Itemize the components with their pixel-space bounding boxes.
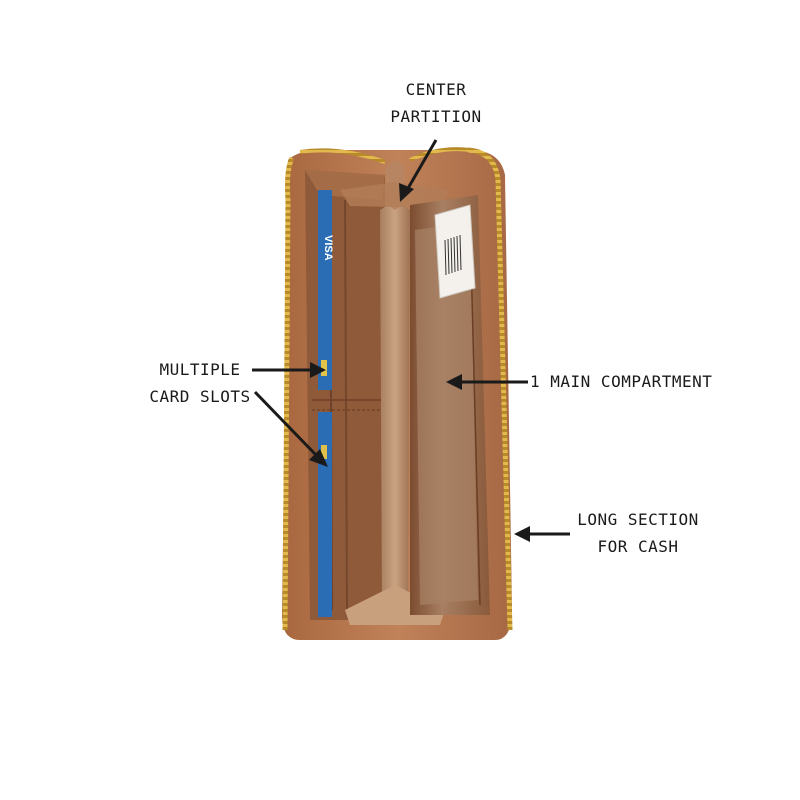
- label-card-slots: MULTIPLE CARD SLOTS: [140, 356, 260, 410]
- label-line: MULTIPLE: [159, 360, 241, 379]
- barcode-tag: [434, 204, 476, 299]
- label-center-partition: CENTER PARTITION: [386, 76, 486, 130]
- credit-cards: VISA: [318, 190, 334, 617]
- arrow-card-slots-lower: [253, 390, 318, 457]
- annotation-arrows: [252, 139, 570, 542]
- main-compartment: [410, 195, 490, 615]
- label-line: PARTITION: [390, 107, 482, 126]
- label-line: 1 MAIN COMPARTMENT: [530, 372, 713, 391]
- label-main-compartment: 1 MAIN COMPARTMENT: [530, 368, 730, 395]
- label-line: LONG SECTION: [577, 510, 699, 529]
- label-line: CARD SLOTS: [149, 387, 251, 406]
- card-brand-text: VISA: [322, 235, 334, 261]
- label-cash-section: LONG SECTION FOR CASH: [568, 506, 708, 560]
- arrowhead-center: [399, 183, 414, 202]
- label-line: FOR CASH: [597, 537, 679, 556]
- arrow-center-partition: [405, 139, 438, 191]
- label-line: CENTER: [405, 80, 467, 99]
- card-slot-wall: [305, 170, 388, 620]
